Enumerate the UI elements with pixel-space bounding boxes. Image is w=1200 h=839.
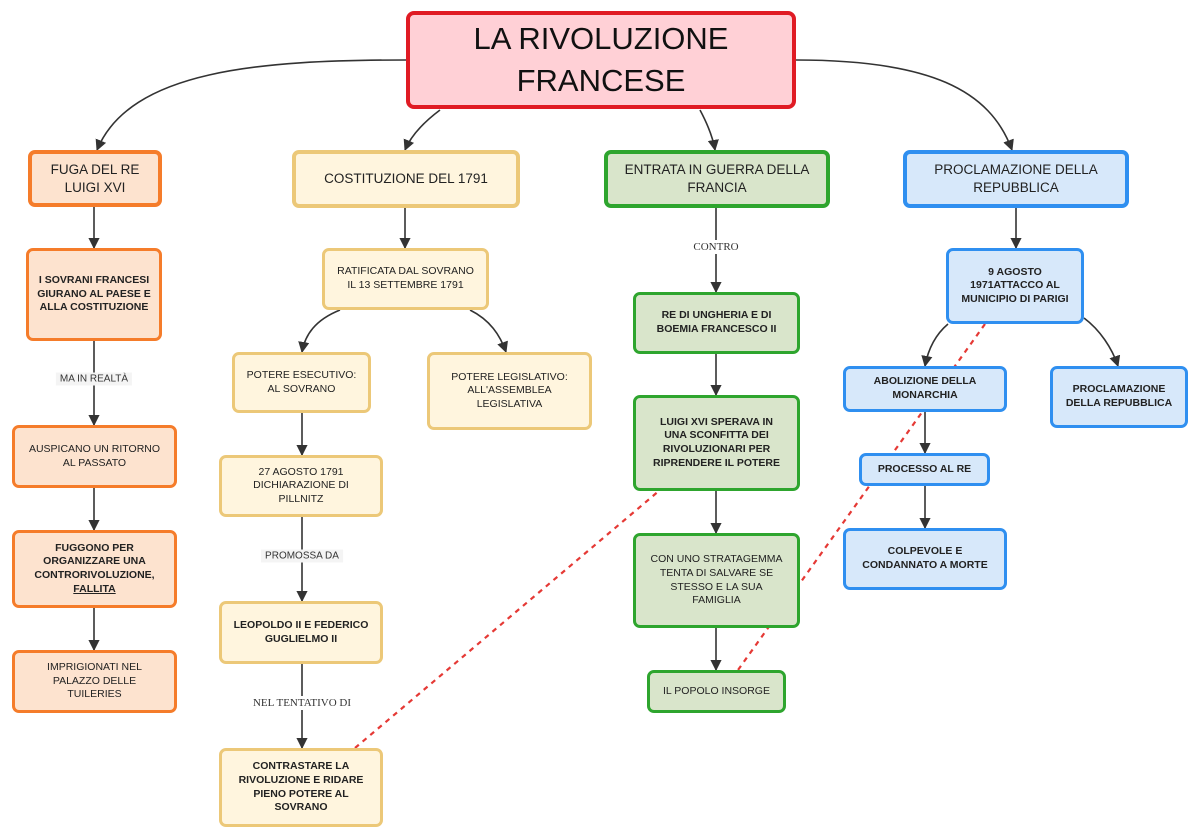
node-auspicano-label: AUSPICANO UN RITORNO AL PASSATO <box>28 442 161 469</box>
node-re-ungheria-label: RE DI UNGHERIA E DI BOEMIA FRANCESCO II <box>656 309 777 335</box>
node-giurano: I SOVRANI FRANCESI GIURANO AL PAESE E AL… <box>26 248 162 341</box>
node-ratificata-label: RATIFICATA DAL SOVRANO IL 13 SETTEMBRE 1… <box>337 265 474 291</box>
node-processo: PROCESSO AL RE <box>859 453 990 486</box>
node-ratificata: RATIFICATA DAL SOVRANO IL 13 SETTEMBRE 1… <box>322 248 489 310</box>
node-proclamazione-label: PROCLAMAZIONE DELLA REPUBBLICA <box>1065 383 1173 409</box>
node-imprigionati: IMPRIGIONATI NEL PALAZZO DELLE TUILERIES <box>12 650 177 713</box>
node-agosto-label: 9 AGOSTO 1971ATTACCO AL MUNICIPIO DI PAR… <box>961 265 1069 305</box>
branch-repubblica: PROCLAMAZIONE DELLA REPUBBLICA <box>903 150 1129 208</box>
node-processo-label: PROCESSO AL RE <box>877 462 972 475</box>
node-contrastare: CONTRASTARE LA RIVOLUZIONE E RIDARE PIEN… <box>219 748 383 827</box>
link-title-repubblica <box>795 59 1014 152</box>
node-popolo: IL POPOLO INSORGE <box>647 670 786 713</box>
node-legislativo: POTERE LEGISLATIVO: ALL'ASSEMBLEA LEGISL… <box>427 352 592 430</box>
link-title-fuga <box>95 59 407 152</box>
node-stratagemma-label: CON UNO STRATAGEMMA TENTA DI SALVARE SE … <box>650 553 783 607</box>
node-contrastare-label: CONTRASTARE LA RIVOLUZIONE E RIDARE PIEN… <box>238 760 364 814</box>
node-esecutivo-label: POTERE ESECUTIVO: AL SOVRANO <box>246 368 357 395</box>
node-fuggono: FUGGONO PER ORGANIZZARE UNA CONTRORIVOLU… <box>12 530 177 608</box>
branch-fuga: FUGA DEL RE LUIGI XVI <box>28 150 162 207</box>
page-title: LA RIVOLUZIONE FRANCESE <box>473 21 729 98</box>
node-imprigionati-label: IMPRIGIONATI NEL PALAZZO DELLE TUILERIES <box>47 661 142 701</box>
node-fuggono-label: FUGGONO PER ORGANIZZARE UNA CONTRORIVOLU… <box>34 541 155 581</box>
link-agosto-abolizione <box>921 323 949 368</box>
link-title-guerra <box>699 109 719 152</box>
node-leopoldo-label: LEOPOLDO II E FEDERICO GUGLIELMO II <box>233 618 369 645</box>
node-esecutivo: POTERE ESECUTIVO: AL SOVRANO <box>232 352 371 413</box>
node-proclamazione: PROCLAMAZIONE DELLA REPUBBLICA <box>1050 366 1188 428</box>
node-popolo-label: IL POPOLO INSORGE <box>663 684 770 697</box>
edge-label-ma-in-realta: MA IN REALTÀ <box>55 372 133 386</box>
branch-guerra: ENTRATA IN GUERRA DELLA FRANCIA <box>604 150 830 208</box>
branch-costituzione-label: COSTITUZIONE DEL 1791 <box>324 171 488 187</box>
node-auspicano: AUSPICANO UN RITORNO AL PASSATO <box>12 425 177 488</box>
branch-guerra-label: ENTRATA IN GUERRA DELLA FRANCIA <box>624 162 810 195</box>
node-luigi-sperava-label: LUIGI XVI SPERAVA IN UNA SCONFITTA DEI R… <box>653 415 780 469</box>
edge-label-contro: CONTRO <box>689 240 743 254</box>
node-abolizione: ABOLIZIONE DELLA MONARCHIA <box>843 366 1007 412</box>
node-giurano-label: I SOVRANI FRANCESI GIURANO AL PAESE E AL… <box>37 274 151 314</box>
node-stratagemma: CON UNO STRATAGEMMA TENTA DI SALVARE SE … <box>633 533 800 628</box>
link-ratificata-esecutivo <box>298 309 341 354</box>
node-luigi-sperava: LUIGI XVI SPERAVA IN UNA SCONFITTA DEI R… <box>633 395 800 491</box>
branch-repubblica-label: PROCLAMAZIONE DELLA REPUBBLICA <box>934 162 1098 195</box>
node-agosto: 9 AGOSTO 1971ATTACCO AL MUNICIPIO DI PAR… <box>946 248 1084 324</box>
node-fuggono-fallita: FALLITA <box>73 582 116 595</box>
branch-costituzione: COSTITUZIONE DEL 1791 <box>292 150 520 208</box>
edge-label-promossa-da: PROMOSSA DA <box>261 549 343 563</box>
node-abolizione-label: ABOLIZIONE DELLA MONARCHIA <box>873 375 977 401</box>
title-node: LA RIVOLUZIONE FRANCESE <box>406 11 796 109</box>
node-legislativo-label: POTERE LEGISLATIVO: ALL'ASSEMBLEA LEGISL… <box>451 370 568 410</box>
node-re-ungheria: RE DI UNGHERIA E DI BOEMIA FRANCESCO II <box>633 292 800 354</box>
node-leopoldo: LEOPOLDO II E FEDERICO GUGLIELMO II <box>219 601 383 664</box>
node-colpevole-label: COLPEVOLE E CONDANNATO A MORTE <box>862 545 988 571</box>
link-ratificata-legislativo <box>469 309 508 354</box>
link-agosto-proclamazione <box>1083 317 1121 368</box>
node-pillnitz: 27 AGOSTO 1791 DICHIARAZIONE DI PILLNITZ <box>219 455 383 517</box>
node-pillnitz-label: 27 AGOSTO 1791 DICHIARAZIONE DI PILLNITZ <box>253 465 349 505</box>
link-title-costituzione <box>403 109 441 152</box>
dashed-link-contrastare-luigi <box>354 489 661 749</box>
node-colpevole: COLPEVOLE E CONDANNATO A MORTE <box>843 528 1007 590</box>
branch-fuga-label: FUGA DEL RE LUIGI XVI <box>50 161 140 195</box>
edge-label-nel-tentativo-di: NEL TENTATIVO DI <box>248 696 356 710</box>
